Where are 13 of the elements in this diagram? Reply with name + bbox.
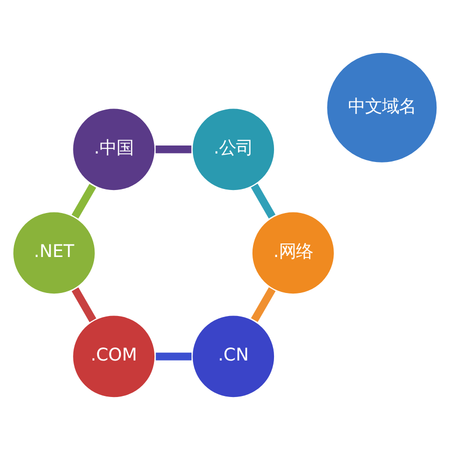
connector [156, 146, 192, 154]
node-circle: .CN [190, 314, 276, 400]
connector [250, 184, 276, 218]
node-circle: .中国 [71, 106, 156, 192]
node-circle: .COM [71, 314, 156, 400]
node-circle: .NET [11, 210, 97, 296]
node-circle: .网络 [250, 210, 336, 296]
connector [156, 352, 192, 360]
connector [72, 287, 96, 322]
connector [251, 287, 276, 322]
connector [72, 184, 96, 219]
node-circle: .公司 [190, 106, 276, 192]
node-circle: 中文域名 [325, 50, 439, 164]
